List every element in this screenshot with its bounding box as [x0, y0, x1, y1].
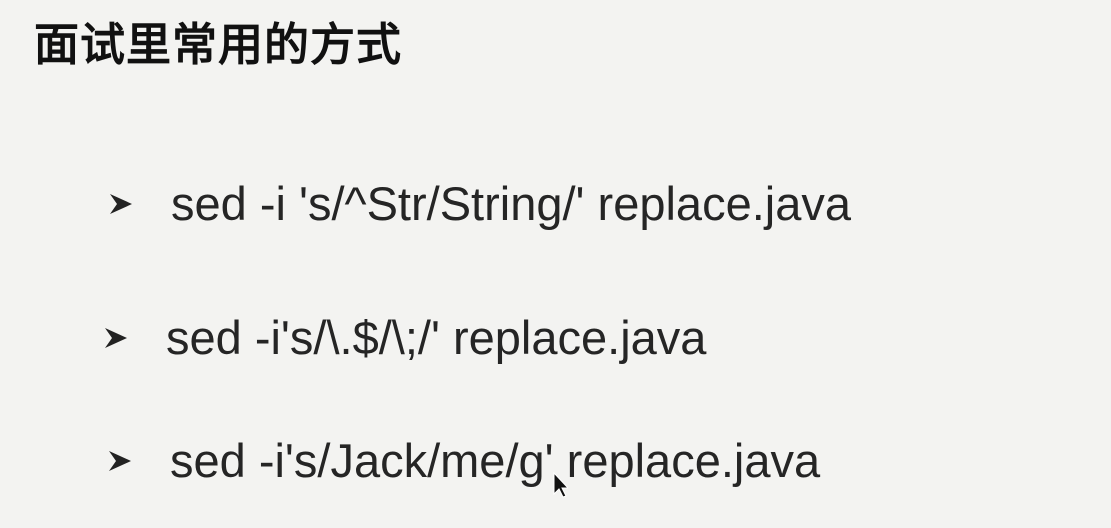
bullet-item: sed -i 's/^Str/String/' replace.java	[107, 180, 851, 227]
bullet-text: sed -i 's/^Str/String/' replace.java	[171, 177, 851, 230]
bullet-text: sed -i's/Jack/me/g' replace.java	[170, 434, 821, 487]
bullet-text: sed -i's/\.$/\;/' replace.java	[166, 311, 707, 364]
arrowhead-bullet-icon	[105, 327, 127, 348]
bullet-item: sed -i's/Jack/me/g' replace.java	[106, 437, 820, 484]
slide-title: 面试里常用的方式	[34, 18, 403, 71]
bullet-item: sed -i's/\.$/\;/' replace.java	[102, 314, 706, 361]
arrowhead-bullet-icon	[110, 193, 132, 214]
arrowhead-bullet-icon	[109, 450, 131, 471]
